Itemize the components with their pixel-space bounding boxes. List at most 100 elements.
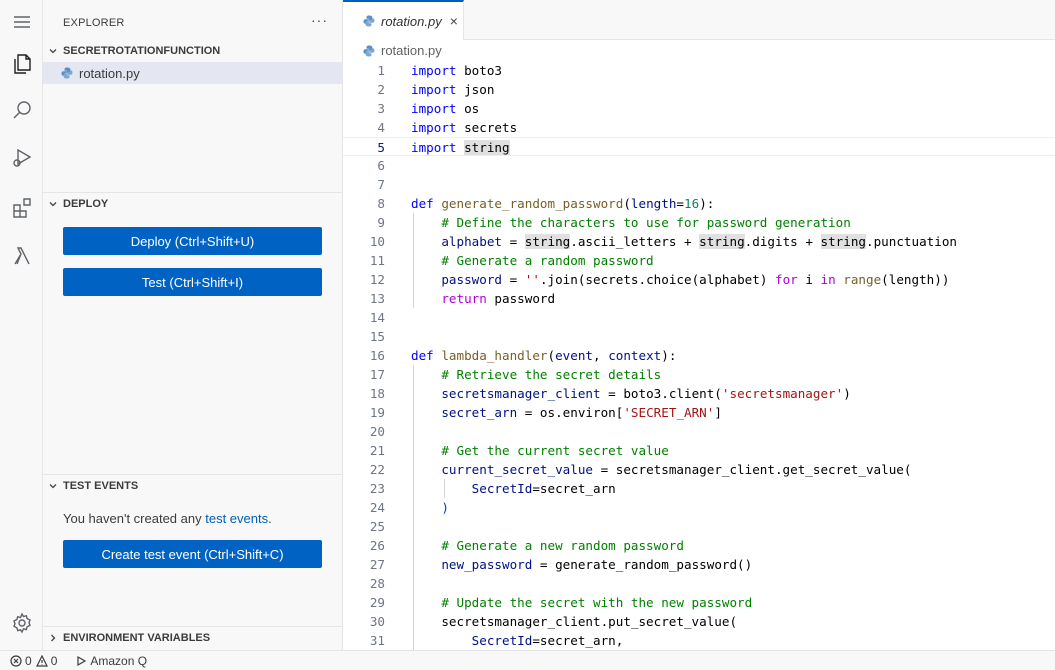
line-number: 11	[369, 253, 385, 268]
code-token: ]	[714, 405, 722, 420]
code-token: import	[411, 101, 457, 116]
section-project[interactable]: SECRETROTATIONFUNCTION	[43, 40, 343, 62]
chevron-down-icon	[43, 198, 63, 210]
menu-icon[interactable]	[0, 2, 43, 42]
code-line[interactable]: 27 new_password = generate_random_passwo…	[343, 555, 1055, 574]
section-deploy[interactable]: DEPLOY	[43, 193, 343, 215]
problems-status[interactable]: 0 0	[10, 654, 57, 668]
code-token: event	[555, 348, 594, 363]
code-line[interactable]: 17 # Retrieve the secret details	[343, 365, 1055, 384]
line-number: 6	[377, 158, 385, 173]
code-line[interactable]: 31 SecretId=secret_arn,	[343, 631, 1055, 650]
code-token: .punctuation	[866, 234, 957, 249]
search-icon[interactable]	[0, 90, 43, 130]
amazon-q-label: Amazon Q	[90, 653, 148, 668]
amazon-q-status[interactable]: Amazon Q	[75, 654, 147, 668]
line-source: def lambda_handler(event, context):	[411, 346, 676, 365]
python-file-icon	[363, 45, 375, 56]
code-token: os	[456, 101, 480, 116]
code-token: )	[441, 500, 449, 515]
code-line[interactable]: 7	[343, 175, 1055, 194]
tab-rotation-py[interactable]: rotation.py ×	[343, 0, 464, 40]
code-line[interactable]: 18 secretsmanager_client = boto3.client(…	[343, 384, 1055, 403]
code-line[interactable]: 9 # Define the characters to use for pas…	[343, 213, 1055, 232]
code-token	[411, 443, 441, 458]
code-token: # Generate a new random password	[441, 538, 684, 553]
code-token	[411, 557, 441, 572]
code-line[interactable]: 13 return password	[343, 289, 1055, 308]
code-line[interactable]: 26 # Generate a new random password	[343, 536, 1055, 555]
line-number: 31	[369, 633, 385, 648]
test-button[interactable]: Test (Ctrl+Shift+I)	[63, 268, 322, 296]
line-source: # Generate a random password	[411, 251, 653, 270]
line-source: import os	[411, 99, 479, 118]
explorer-title: EXPLORER	[63, 17, 125, 29]
code-line[interactable]: 22 current_secret_value = secretsmanager…	[343, 460, 1055, 479]
code-token: import	[411, 63, 457, 78]
settings-gear-icon[interactable]	[0, 603, 43, 643]
section-test-events[interactable]: TEST EVENTS	[43, 475, 343, 497]
code-line[interactable]: 15	[343, 327, 1055, 346]
indent-guide	[413, 213, 414, 308]
code-line[interactable]: 24 )	[343, 498, 1055, 517]
code-token: 16	[684, 196, 700, 211]
line-number: 9	[377, 215, 385, 230]
code-line[interactable]: 12 password = ''.join(secrets.choice(alp…	[343, 270, 1055, 289]
line-source: # Update the secret with the new passwor…	[411, 593, 752, 612]
code-line[interactable]: 19 secret_arn = os.environ['SECRET_ARN']	[343, 403, 1055, 422]
tab-bar: rotation.py ×	[343, 0, 1055, 40]
breadcrumb[interactable]: rotation.py	[363, 43, 442, 58]
code-line[interactable]: 14	[343, 308, 1055, 327]
code-line[interactable]: 28	[343, 574, 1055, 593]
code-token: import	[411, 140, 457, 155]
line-source: secret_arn = os.environ['SECRET_ARN']	[411, 403, 722, 422]
code-line[interactable]: 23 SecretId=secret_arn	[343, 479, 1055, 498]
code-line[interactable]: 29 # Update the secret with the new pass…	[343, 593, 1055, 612]
code-line[interactable]: 30 secretsmanager_client.put_secret_valu…	[343, 612, 1055, 631]
code-token	[411, 272, 441, 287]
code-token: secrets	[456, 120, 518, 135]
code-token	[411, 405, 441, 420]
deploy-header: DEPLOY	[63, 198, 109, 210]
code-token	[411, 253, 441, 268]
create-test-event-button[interactable]: Create test event (Ctrl+Shift+C)	[63, 540, 322, 568]
file-item-rotation[interactable]: rotation.py	[43, 62, 343, 84]
code-line[interactable]: 11 # Generate a random password	[343, 251, 1055, 270]
code-line[interactable]: 20	[343, 422, 1055, 441]
deploy-button[interactable]: Deploy (Ctrl+Shift+U)	[63, 227, 322, 255]
line-number: 17	[369, 367, 385, 382]
line-number: 18	[369, 386, 385, 401]
code-token: string	[524, 234, 571, 249]
code-token	[411, 614, 441, 629]
more-actions-button[interactable]: ···	[311, 12, 328, 28]
code-token	[411, 462, 441, 477]
explorer-icon[interactable]	[0, 44, 43, 84]
code-line[interactable]: 6	[343, 156, 1055, 175]
code-line[interactable]: 25	[343, 517, 1055, 536]
aws-lambda-icon[interactable]	[0, 236, 43, 276]
extensions-icon[interactable]	[0, 188, 43, 228]
code-token: new_password	[441, 557, 533, 572]
line-number: 24	[369, 500, 385, 515]
code-line[interactable]: 21 # Get the current secret value	[343, 441, 1055, 460]
code-token: def	[411, 196, 434, 211]
line-source: return password	[411, 289, 555, 308]
section-environment-variables[interactable]: ENVIRONMENT VARIABLES	[43, 627, 343, 649]
close-icon[interactable]: ×	[449, 13, 458, 29]
code-token: secretsmanager_client.put_secret_value(	[441, 614, 738, 629]
line-number: 29	[369, 595, 385, 610]
test-events-link[interactable]: test events	[205, 511, 269, 526]
code-line[interactable]: 10 alphabet = string.ascii_letters + str…	[343, 232, 1055, 251]
activity-bar	[0, 0, 43, 650]
line-source: # Generate a new random password	[411, 536, 684, 555]
run-debug-icon[interactable]	[0, 138, 43, 178]
